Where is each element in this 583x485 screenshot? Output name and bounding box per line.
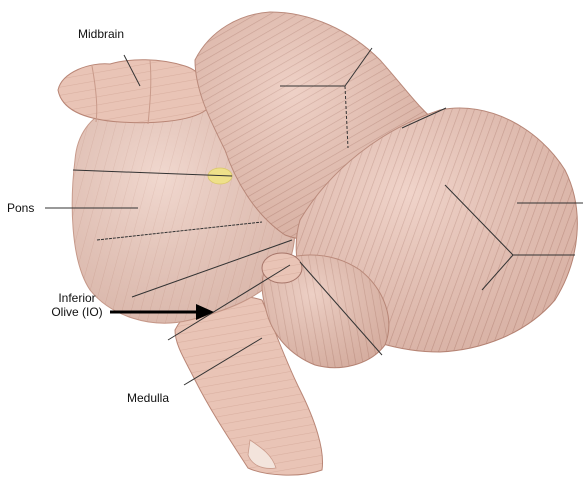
pons-label: Pons: [7, 202, 34, 216]
medulla-label: Medulla: [127, 392, 169, 406]
midbrain-shape: [58, 60, 207, 124]
inferior-olive-label: Inferior Olive (IO): [47, 292, 107, 320]
inferior-olive-label-line2: Olive (IO): [47, 306, 107, 320]
inferior-olive-label-line1: Inferior: [47, 292, 107, 306]
midbrain-label: Midbrain: [78, 28, 124, 42]
